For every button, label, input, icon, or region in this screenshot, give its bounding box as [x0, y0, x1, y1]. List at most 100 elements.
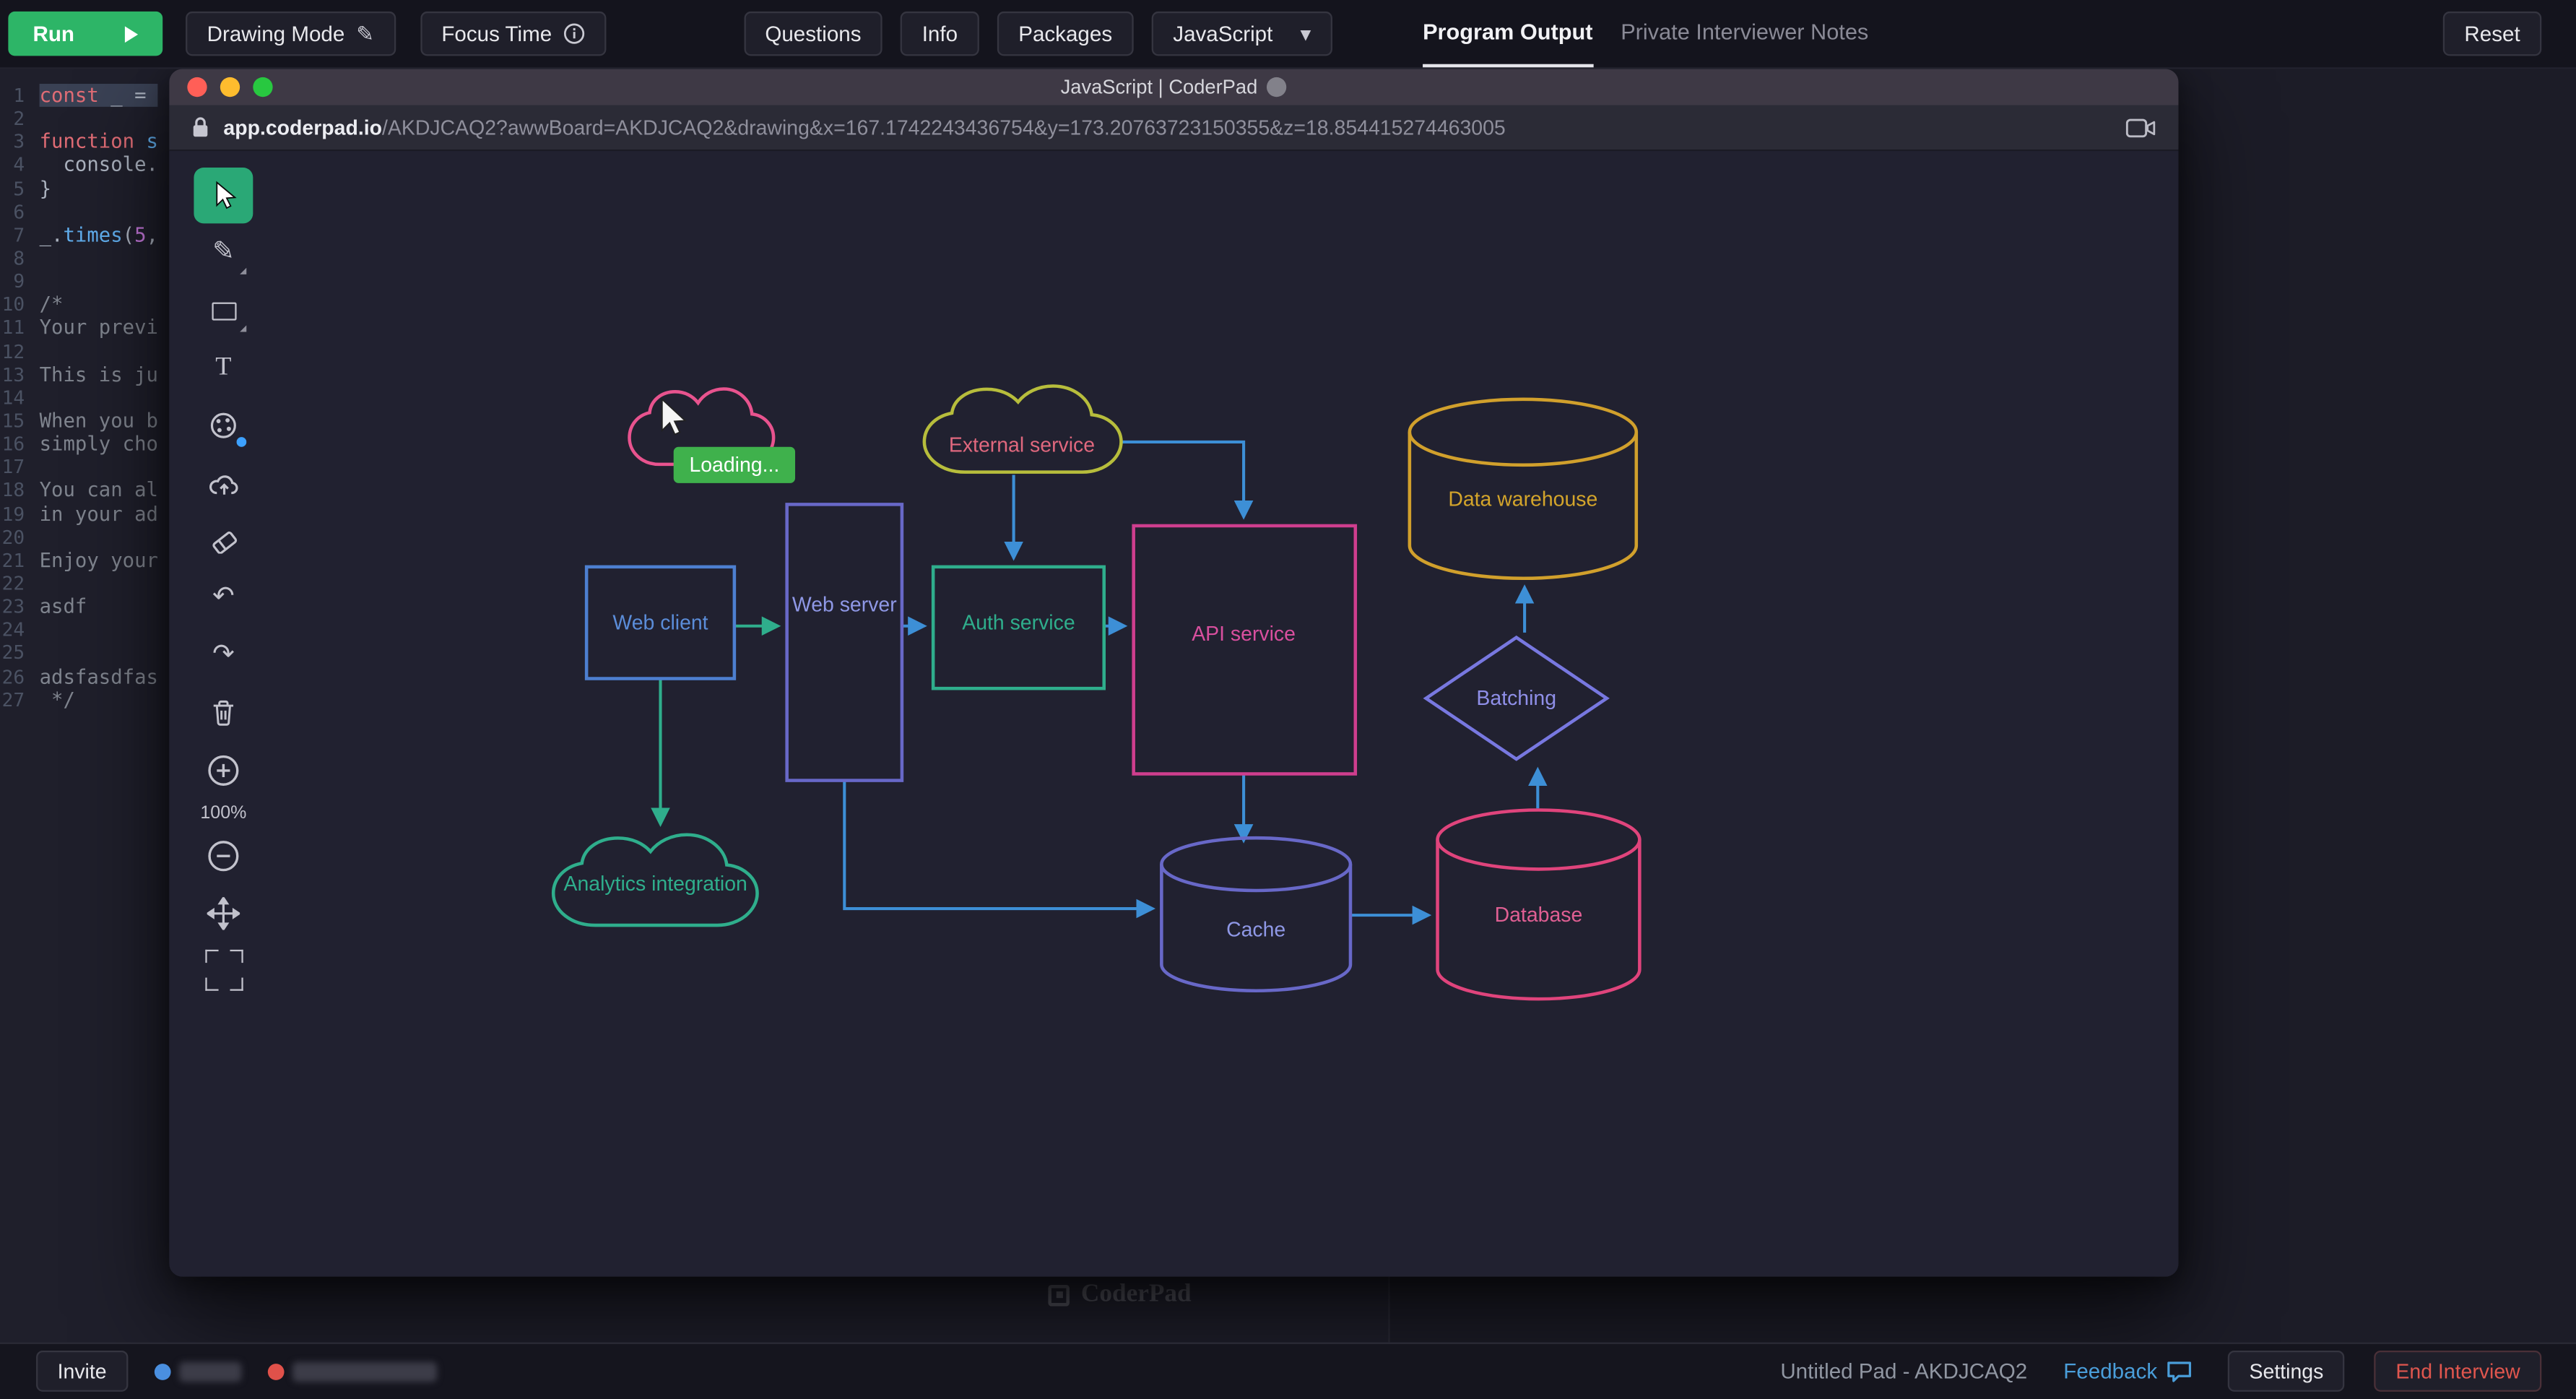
upload-tool[interactable] — [194, 455, 253, 511]
code-line[interactable]: 10/* — [0, 293, 1388, 316]
zoom-in-button[interactable] — [194, 742, 253, 798]
close-window-button[interactable] — [187, 77, 207, 98]
settings-button[interactable]: Settings — [2227, 1351, 2345, 1392]
shape-data-warehouse[interactable]: Data warehouse — [1408, 397, 1639, 581]
shape-web-server[interactable]: Web server — [785, 503, 904, 782]
code-line[interactable]: 7_.times(5, — [0, 223, 1388, 246]
top-bar: Run Drawing Mode ✎ Focus Time Questions … — [0, 0, 2576, 69]
packages-button[interactable]: Packages — [997, 11, 1134, 56]
pencil-tool[interactable]: ✎ — [194, 225, 253, 281]
line-number: 14 — [1, 386, 25, 410]
shape-cache[interactable]: Cache — [1160, 836, 1353, 993]
code-line[interactable]: 2 — [0, 107, 1388, 130]
eraser-tool[interactable] — [194, 513, 253, 568]
zoom-in-icon — [208, 755, 239, 786]
minimize-window-button[interactable] — [220, 77, 240, 98]
code-text: in your ad — [39, 502, 158, 525]
rectangle-icon — [211, 301, 236, 320]
code-line[interactable]: 22 — [0, 572, 1388, 595]
move-icon — [207, 897, 240, 930]
drawing-mode-button[interactable]: Drawing Mode ✎ — [186, 11, 396, 56]
arrow-webserver-cache[interactable] — [843, 780, 1156, 919]
expand-board-button[interactable] — [204, 943, 243, 969]
color-palette-tool[interactable] — [194, 398, 253, 454]
shape-web-client[interactable]: Web client — [584, 565, 737, 680]
code-line[interactable]: 6 — [0, 200, 1388, 223]
shape-batching[interactable]: Batching — [1423, 635, 1610, 761]
code-line[interactable]: 9 — [0, 269, 1388, 293]
code-line[interactable]: 4 console. — [0, 154, 1388, 177]
undo-button[interactable]: ↶ — [194, 570, 253, 625]
participant-chip[interactable] — [154, 1361, 242, 1382]
mascot-icon — [1267, 77, 1288, 98]
redo-button[interactable]: ↷ — [194, 628, 253, 683]
cursor-icon — [216, 181, 237, 209]
zoom-out-button[interactable] — [194, 828, 253, 884]
delete-button[interactable] — [194, 685, 253, 741]
pad-title[interactable]: Untitled Pad - AKDJCAQ2 — [1780, 1359, 2028, 1385]
line-number: 9 — [13, 269, 25, 293]
camera-icon[interactable] — [2125, 118, 2156, 137]
code-line[interactable]: 25 — [0, 641, 1388, 664]
shape-api-service[interactable]: API service — [1132, 524, 1358, 776]
text-tool[interactable]: T — [194, 340, 253, 396]
focus-time-button[interactable]: Focus Time — [420, 11, 607, 56]
drawing-canvas[interactable]: ✎ T — [169, 151, 2179, 1277]
reset-button[interactable]: Reset — [2442, 11, 2542, 56]
fit-board-button[interactable] — [204, 971, 243, 997]
top-bar-right: Program Output Private Interviewer Notes… — [1388, 0, 2576, 68]
participant-chip[interactable] — [267, 1361, 437, 1382]
invite-button[interactable]: Invite — [36, 1351, 129, 1392]
language-select[interactable]: JavaScript ▾ — [1151, 11, 1332, 56]
code-line[interactable]: 24 — [0, 618, 1388, 641]
code-line[interactable]: 27 */ — [0, 688, 1388, 711]
code-line[interactable]: 5} — [0, 177, 1388, 200]
corner-expand-icon — [229, 949, 243, 963]
info-button[interactable]: Info — [901, 11, 979, 56]
line-number: 12 — [1, 339, 25, 363]
line-number: 5 — [13, 176, 25, 200]
trash-icon — [213, 700, 234, 726]
questions-button[interactable]: Questions — [743, 11, 883, 56]
window-titlebar[interactable]: JavaScript | CoderPad — [169, 69, 2179, 105]
arrow-external-api[interactable] — [1122, 440, 1254, 520]
code-line[interactable]: 20 — [0, 525, 1388, 548]
shape-database[interactable]: Database — [1436, 808, 1642, 1001]
select-tool[interactable] — [194, 168, 253, 224]
drawing-browser-window[interactable]: JavaScript | CoderPad app.coderpad.io/AK… — [169, 69, 2179, 1277]
shape-analytics-integration[interactable]: Analytics integration — [553, 835, 757, 925]
code-text: const _ = — [39, 84, 158, 108]
pan-tool[interactable] — [194, 885, 253, 941]
info-icon — [563, 23, 585, 44]
palette-icon — [210, 412, 236, 438]
url-bar[interactable]: app.coderpad.io/AKDJCAQ2?awwBoard=AKDJCA… — [169, 105, 2179, 152]
line-number: 18 — [1, 478, 25, 502]
run-button[interactable]: Run — [8, 11, 163, 56]
shape-auth-service[interactable]: Auth service — [931, 565, 1106, 690]
code-line[interactable]: 12 — [0, 339, 1388, 363]
tab-program-output[interactable]: Program Output — [1423, 0, 1593, 68]
feedback-link[interactable]: Feedback — [2063, 1359, 2192, 1384]
code-line[interactable]: 8 — [0, 246, 1388, 269]
code-line[interactable]: 14 — [0, 386, 1388, 409]
tab-private-interviewer-notes[interactable]: Private Interviewer Notes — [1621, 20, 1869, 45]
maximize-window-button[interactable] — [253, 77, 273, 98]
end-interview-button[interactable]: End Interview — [2374, 1351, 2542, 1392]
code-line[interactable]: 17 — [0, 456, 1388, 479]
code-text: _.times(5, — [39, 223, 159, 246]
shape-tool[interactable] — [194, 282, 253, 338]
shape-external-service[interactable]: External service — [924, 386, 1122, 472]
redacted-username — [292, 1361, 437, 1382]
